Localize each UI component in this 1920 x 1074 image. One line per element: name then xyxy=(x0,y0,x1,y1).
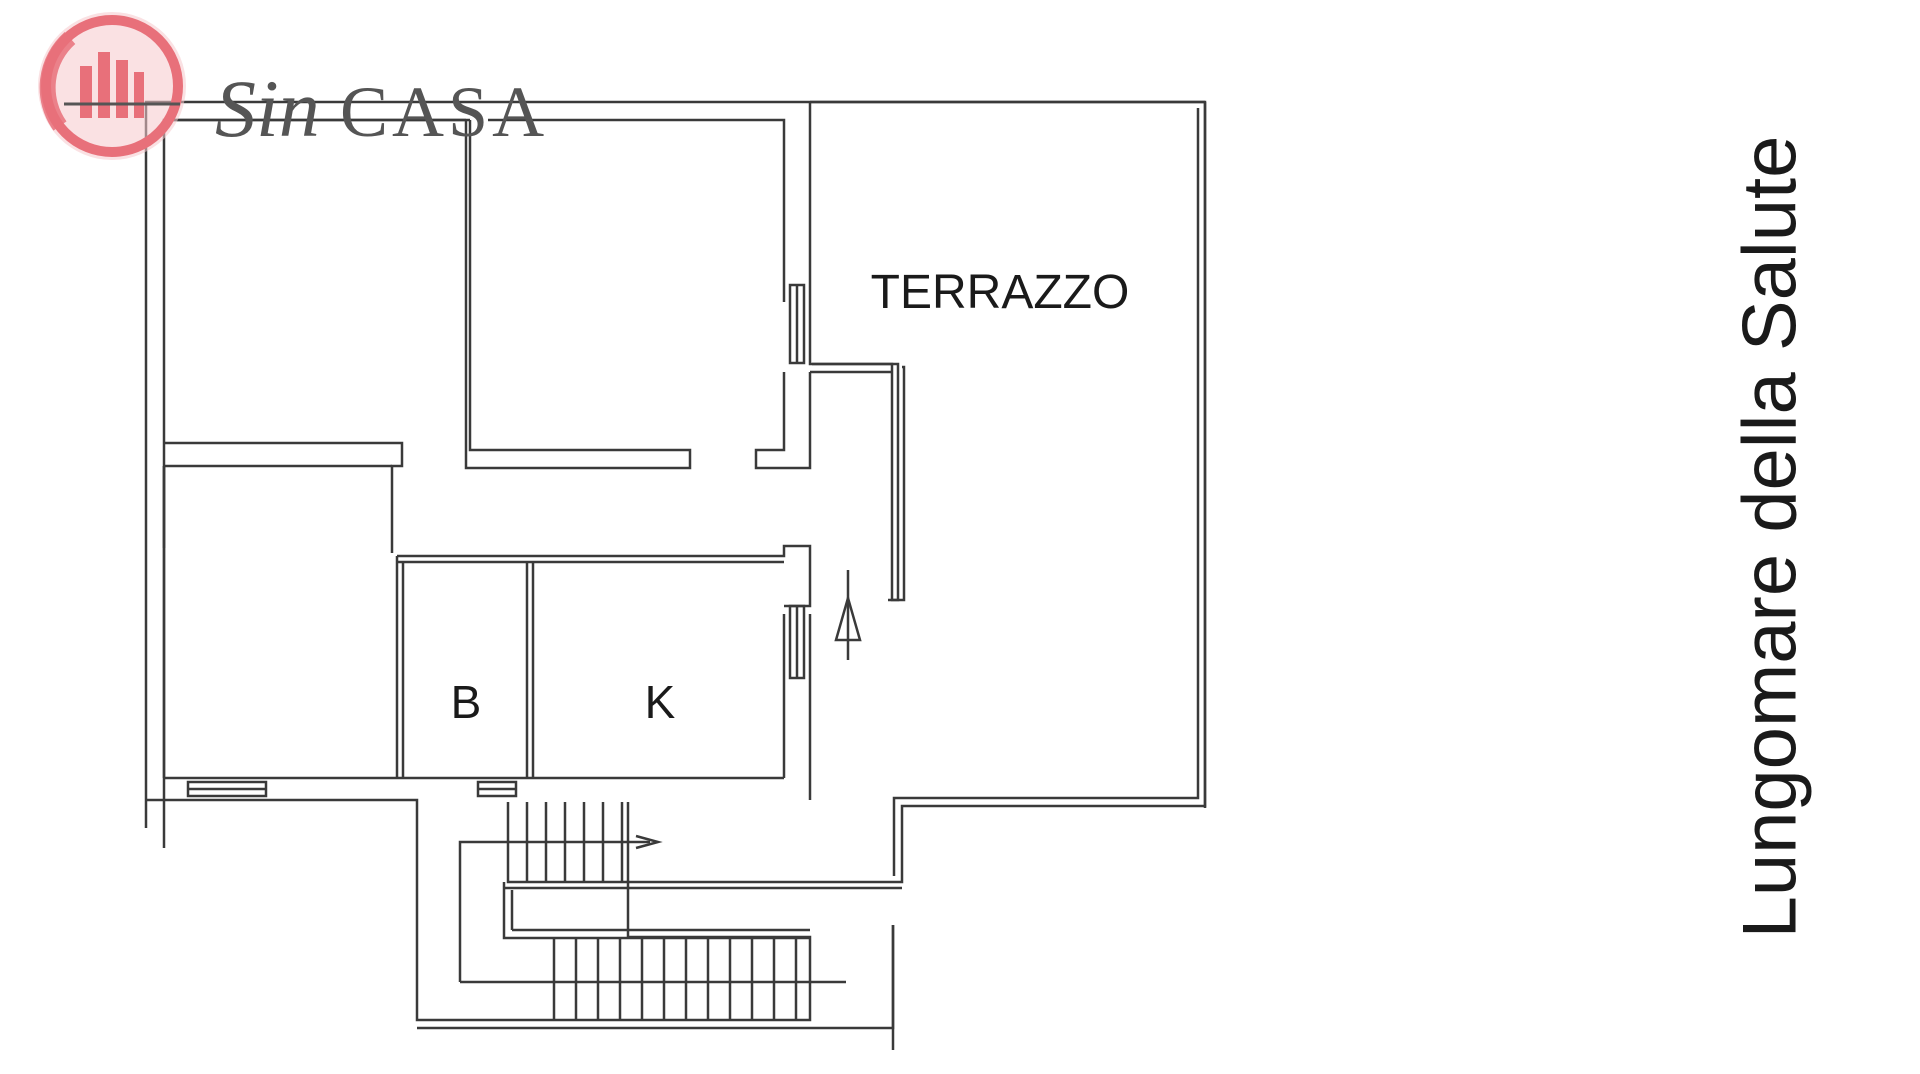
staircase-upper xyxy=(458,802,663,982)
sincasa-logo: Sin CASA xyxy=(30,8,590,168)
logo-mark-icon: Sin CASA xyxy=(38,12,548,160)
windows xyxy=(186,283,806,798)
terrace-label: TERRAZZO xyxy=(871,266,1130,319)
kitchen-label: K xyxy=(645,676,676,728)
logo-script-text: Sin xyxy=(215,63,320,154)
entrance-arrow-icon xyxy=(834,570,862,660)
interior-walls xyxy=(162,372,812,800)
entry-passage xyxy=(810,362,900,602)
bathroom-label: B xyxy=(451,676,482,728)
logo-caps-text: CASA xyxy=(340,72,548,152)
street-name-label: Lungomare della Salute xyxy=(1727,135,1813,939)
staircase-lower xyxy=(417,882,902,1050)
